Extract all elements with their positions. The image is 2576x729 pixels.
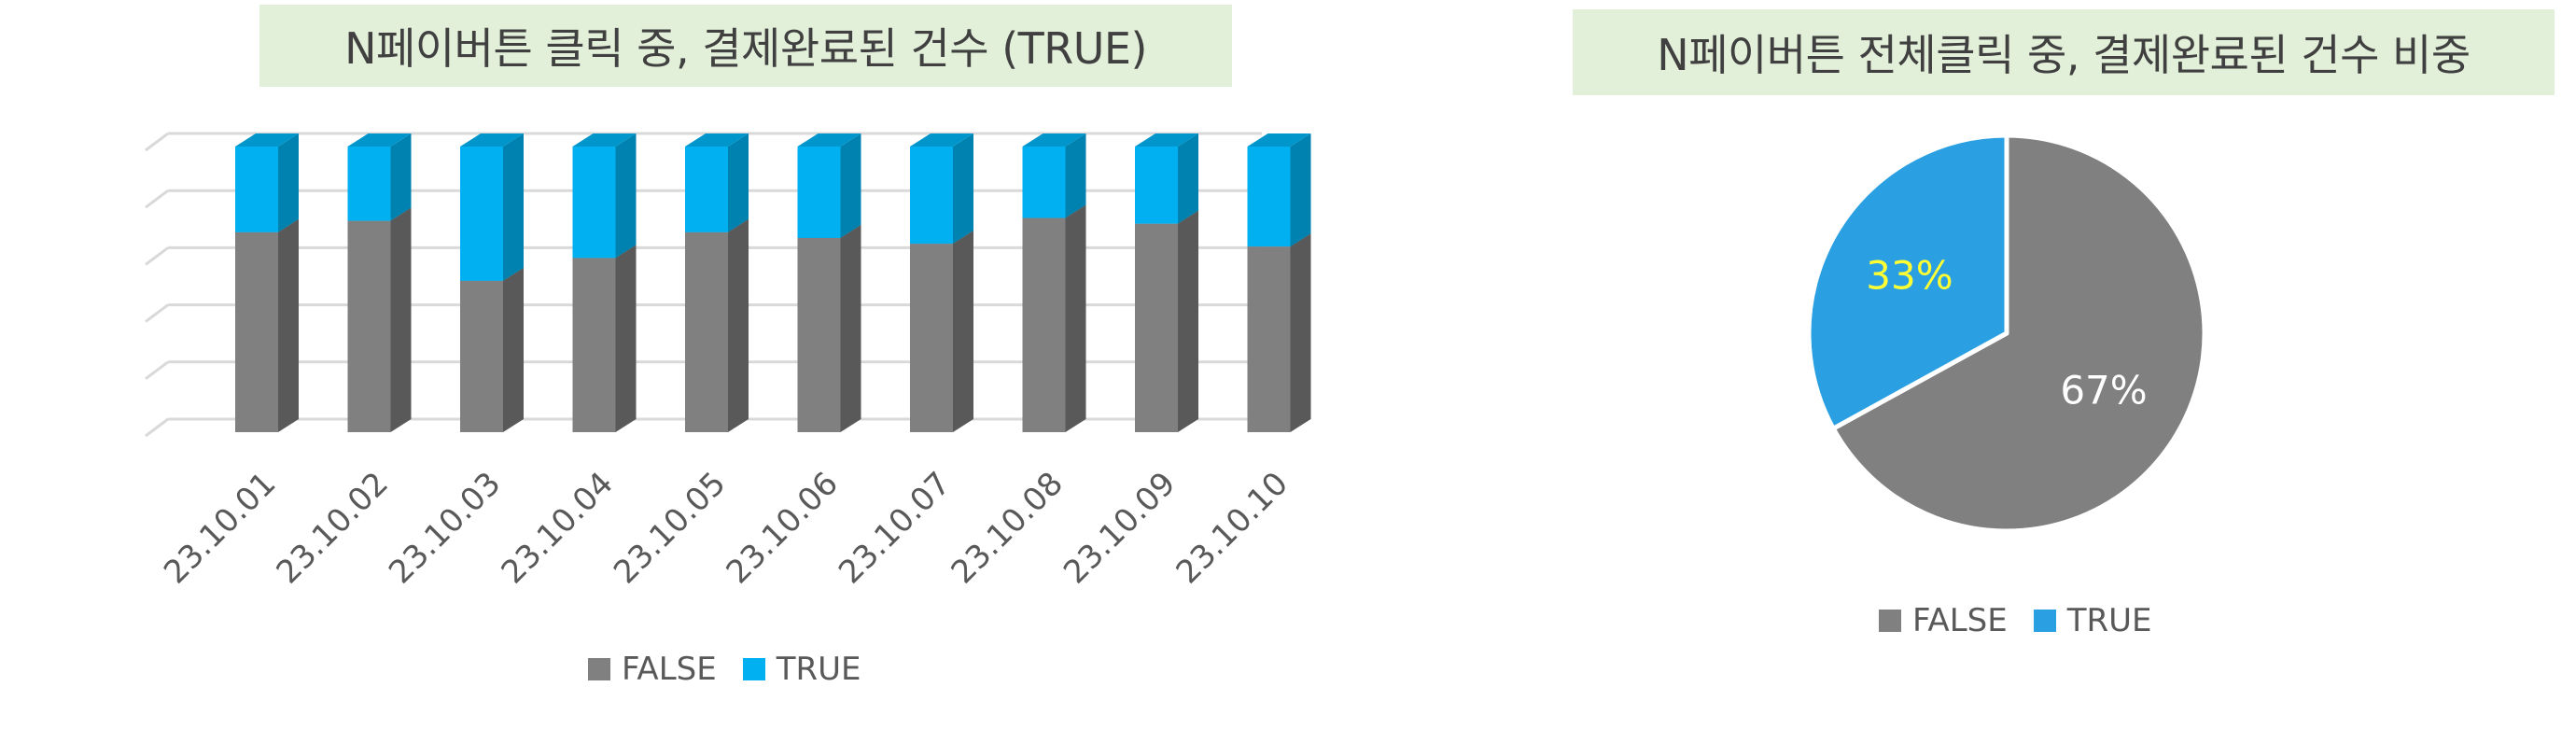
bar-false-23.10.01 [235,231,278,432]
bar-false-23.10.04 [572,258,616,432]
legend-item-false: FALSE [588,651,717,688]
pie-legend-swatch-true [2033,610,2056,632]
bar-true-23.10.02 [347,147,391,221]
bar-false-23.10.02-side [390,207,412,432]
bar-true-23.10.05-side [728,133,749,232]
bar-true-23.10.05-top [685,133,749,147]
bar-true-23.10.09-side [1178,133,1198,224]
x-tick-label: 23.10.01 [157,465,283,591]
pie-slice-false [1830,133,2207,534]
grid-line-diagonal [145,189,169,209]
bar-true-23.10.07-side [953,133,973,245]
bar-true-23.10.10-side [1290,133,1311,247]
bar-true-23.10.10-top [1247,133,1311,147]
bar-false-23.10.08-side [1065,204,1086,432]
grid-line-diagonal [145,132,169,152]
bar-true-23.10.02-top [347,133,412,147]
bar-false-23.10.02 [347,220,391,432]
pie-legend-label-false: FALSE [1912,602,2008,639]
bar-true-23.10.03 [460,147,503,281]
bar-false-23.10.01-side [278,218,299,432]
bar-true-23.10.08 [1022,147,1066,218]
bar-true-23.10.06-side [840,133,861,238]
bar-true-23.10.01-side [278,133,299,232]
pie-legend-item-false: FALSE [1879,602,2008,639]
x-tick-label: 23.10.10 [1169,465,1295,591]
bar-false-23.10.04-side [615,245,637,432]
bar-false-23.10.08 [1022,217,1066,432]
x-tick-label: 23.10.06 [720,465,846,591]
x-tick-label: 23.10.05 [607,465,733,591]
bar-false-23.10.09-side [1178,210,1198,432]
bar-false-23.10.03 [460,280,503,432]
bar-true-23.10.07 [910,147,953,245]
bar-false-23.10.06 [797,237,841,432]
pie-slices [1806,133,2207,534]
grid-line-diagonal [145,360,169,380]
legend-label-true: TRUE [776,651,861,688]
x-tick-label: 23.10.04 [495,465,621,591]
bar-true-23.10.08-top [1022,133,1086,147]
bar-true-23.10.03-side [503,133,524,281]
bar-false-23.10.06-side [840,224,861,432]
legend-label-false: FALSE [622,651,717,688]
x-tick-label: 23.10.02 [270,465,396,591]
bar-false-23.10.09 [1135,223,1178,432]
grid-line-diagonal [145,246,169,266]
bar-series [235,133,1311,432]
pie-data-label-false: 67% [2060,368,2147,414]
pie-legend-label-true: TRUE [2066,602,2152,639]
grid-line-diagonal [145,303,169,323]
bar-chart-title: N페이버튼 클릭 중, 결제완료된 건수 (TRUE) [259,5,1232,87]
bar-false-23.10.10-side [1290,233,1311,432]
stacked-bar-chart: 23.10.0123.10.0223.10.0323.10.0423.10.05… [145,132,1311,591]
bar-true-23.10.02-side [390,133,412,221]
bar-true-23.10.01 [235,147,278,232]
pie-chart: 67% 33% [1806,133,2207,534]
bar-false-23.10.07-side [953,231,973,432]
x-tick-label: 23.10.07 [832,465,958,591]
bar-chart-legend: FALSE TRUE [588,651,861,688]
grid-line-diagonal [145,417,169,438]
pie-legend-item-true: TRUE [2033,602,2152,639]
bar-false-23.10.05-side [728,218,749,432]
bar-true-23.10.08-side [1065,133,1086,218]
bar-true-23.10.06 [797,147,841,238]
bar-false-23.10.03-side [503,267,524,432]
pie-chart-title: N페이버튼 전체클릭 중, 결제완료된 건수 비중 [1573,9,2555,95]
bar-true-23.10.07-top [910,133,973,147]
bar-false-23.10.07 [910,244,953,432]
pie-slice-true [1806,133,2009,431]
bar-true-23.10.04-side [615,133,637,259]
bar-true-23.10.03-top [460,133,524,147]
x-tick-label: 23.10.09 [1057,465,1183,591]
pie-data-labels: 67% 33% [1866,252,2147,413]
bar-true-23.10.06-top [797,133,861,147]
x-tick-label: 23.10.08 [945,465,1071,591]
pie-data-label-true: 33% [1866,252,1953,298]
bar-true-23.10.10 [1247,147,1291,247]
bar-true-23.10.09-top [1135,133,1198,147]
bar-true-23.10.09 [1135,147,1178,224]
bar-true-23.10.05 [685,147,728,232]
legend-swatch-true [742,658,765,680]
bar-false-23.10.10 [1247,246,1291,432]
bar-true-23.10.01-top [235,133,299,147]
bar-true-23.10.04-top [572,133,637,147]
pie-legend-swatch-false [1879,610,1901,632]
legend-swatch-false [588,658,610,680]
x-axis-tick-labels: 23.10.0123.10.0223.10.0323.10.0423.10.05… [157,465,1295,591]
pie-chart-legend: FALSE TRUE [1879,602,2151,639]
legend-item-true: TRUE [742,651,861,688]
x-tick-label: 23.10.03 [382,465,508,591]
bar-false-23.10.05 [685,231,728,432]
bar-true-23.10.04 [572,147,616,259]
